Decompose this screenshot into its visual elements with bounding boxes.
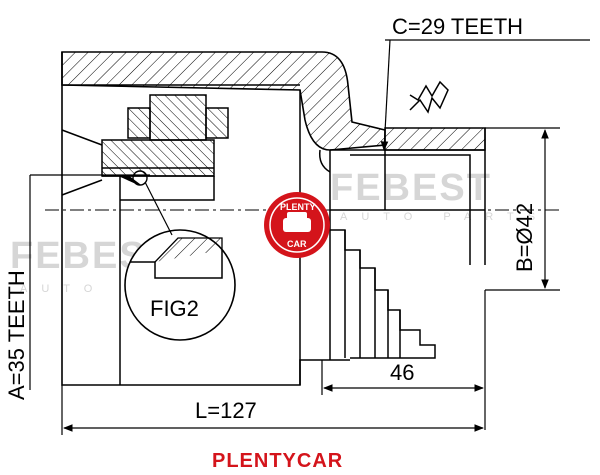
outer-housing (61, 51, 386, 386)
dim-b-diameter (485, 127, 560, 291)
dim-a-teeth (29, 174, 150, 390)
a-teeth-label: A=35 TEETH (4, 270, 29, 400)
c-teeth-label: C=29 TEETH (392, 14, 523, 39)
dim-l-127 (61, 385, 484, 435)
fig2-label: FIG2 (150, 296, 199, 321)
fig2-detail: FIG2 (124, 170, 236, 341)
dim-46 (321, 290, 486, 430)
svg-text:PLENTY: PLENTY (280, 202, 316, 212)
spline-stem (318, 80, 486, 360)
svg-text:CAR: CAR (287, 239, 307, 249)
l-127-label: L=127 (195, 398, 257, 423)
dim-c-teeth: C=29 TEETH (380, 14, 590, 151)
svg-text:AUTO PARTS: AUTO PARTS (340, 211, 549, 223)
plentycar-badge: PLENTY CAR (264, 192, 330, 258)
svg-text:FEBEST: FEBEST (330, 167, 492, 209)
b-diameter-label: B=Ø42 (512, 203, 537, 272)
brand-footer: PLENTYCAR (212, 450, 343, 472)
dim-46-label: 46 (390, 360, 414, 385)
